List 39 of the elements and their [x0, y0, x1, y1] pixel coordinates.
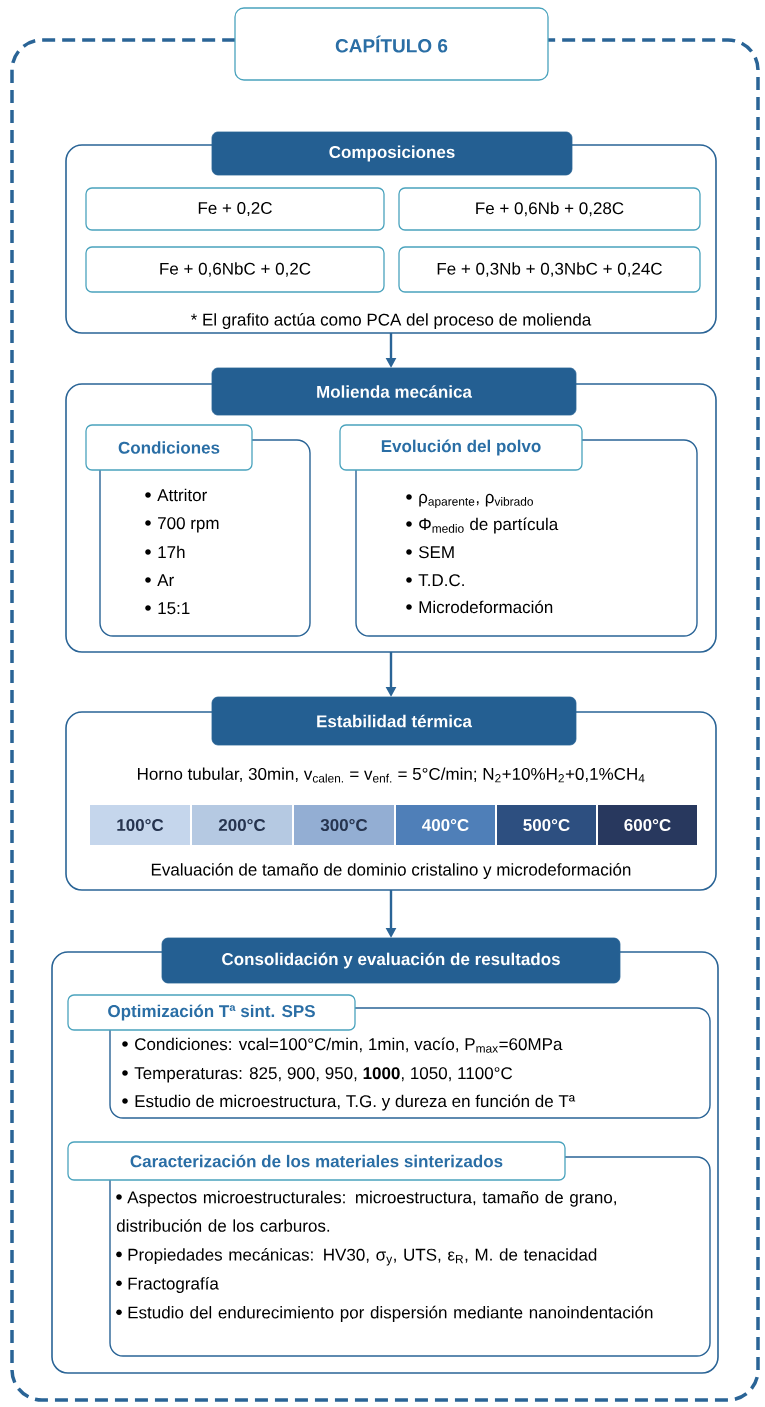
heading-tab: Caracterización de los materiales sinterizados [67, 1141, 566, 1181]
composition-box: Fe + 0,6NbC + 0,2C [85, 246, 385, 293]
list-item: 700 rpm [145, 517, 219, 533]
temperature-cell: 600°C [598, 805, 697, 845]
list-item: Microdeformación [406, 600, 553, 614]
heading-tab: Condiciones [85, 424, 253, 471]
list-item: 17h [145, 545, 185, 558]
list-item: Ar [145, 574, 174, 586]
header-banner: Molienda mecánica [211, 367, 577, 416]
header-banner: Consolidación y evaluación de resultados [161, 937, 621, 984]
header-banner: Estabilidad térmica [211, 696, 577, 746]
caption-text: Evaluación de tamaño de dominio cristalino y microdeformación [151, 863, 631, 880]
list-item: Estudio de microestructura, T.G. y dureza en función de Tª [122, 1094, 576, 1111]
footnote-text: * El grafito actúa como PCA del proceso de molienda [190, 313, 592, 330]
temperature-cell: 300°C [294, 805, 394, 845]
list-item: SEM [406, 546, 454, 559]
condition-text: Horno tubular, 30min, v$_{calen.}$ = v$_{enf.}$ = 5°C/min; N$_{2}$+10%H$_{2}$+0,1%CH$_{4}$ [138, 767, 645, 783]
composition-box: Fe + 0,2C [85, 187, 385, 231]
temperature-cell: 100°C [90, 805, 190, 845]
title-tab: CAPÍTULO 6 [234, 7, 549, 81]
temperature-cell: 200°C [192, 805, 292, 845]
list-item: Propiedades mecánicas: HV30, σ$_{y}$, UTS, ε$_{R}$, M. de tenacidad [116, 1248, 597, 1266]
header-banner: Composiciones [211, 131, 573, 176]
list-item: 15:1 [145, 602, 190, 615]
heading-tab: Evolución del polvo [339, 424, 583, 471]
list-item: Aspectos microestructurales: microestructura, tamaño de grano, distribución de los carburos. [116, 1190, 616, 1232]
composition-box: Fe + 0,6Nb + 0,28C [398, 187, 701, 231]
heading-tab: Optimización Tª sint. SPS [67, 994, 356, 1031]
list-item: Temperaturas: 825, 900, 950, 1000, 1050, 1100°C [122, 1067, 513, 1083]
list-item: Fractografía [116, 1276, 219, 1293]
composition-box: Fe + 0,3Nb + 0,3NbC + 0,24C [398, 246, 701, 293]
list-item: ρ$_{aparente}$, ρ$_{vibrado}$ [406, 493, 533, 509]
list-item: Condiciones: vcal=100°C/min, 1min, vacío, P$_{max}$=60MPa [122, 1037, 563, 1053]
list-item: Estudio del endurecimiento por dispersión mediante nanoindentación [116, 1305, 653, 1322]
list-item: Φ$_{medio}$ de partícula [406, 517, 559, 534]
temperature-cell: 400°C [396, 805, 495, 845]
list-item: Attritor [145, 488, 207, 502]
temperature-cell: 500°C [497, 805, 596, 845]
list-item: T.D.C. [406, 574, 464, 587]
